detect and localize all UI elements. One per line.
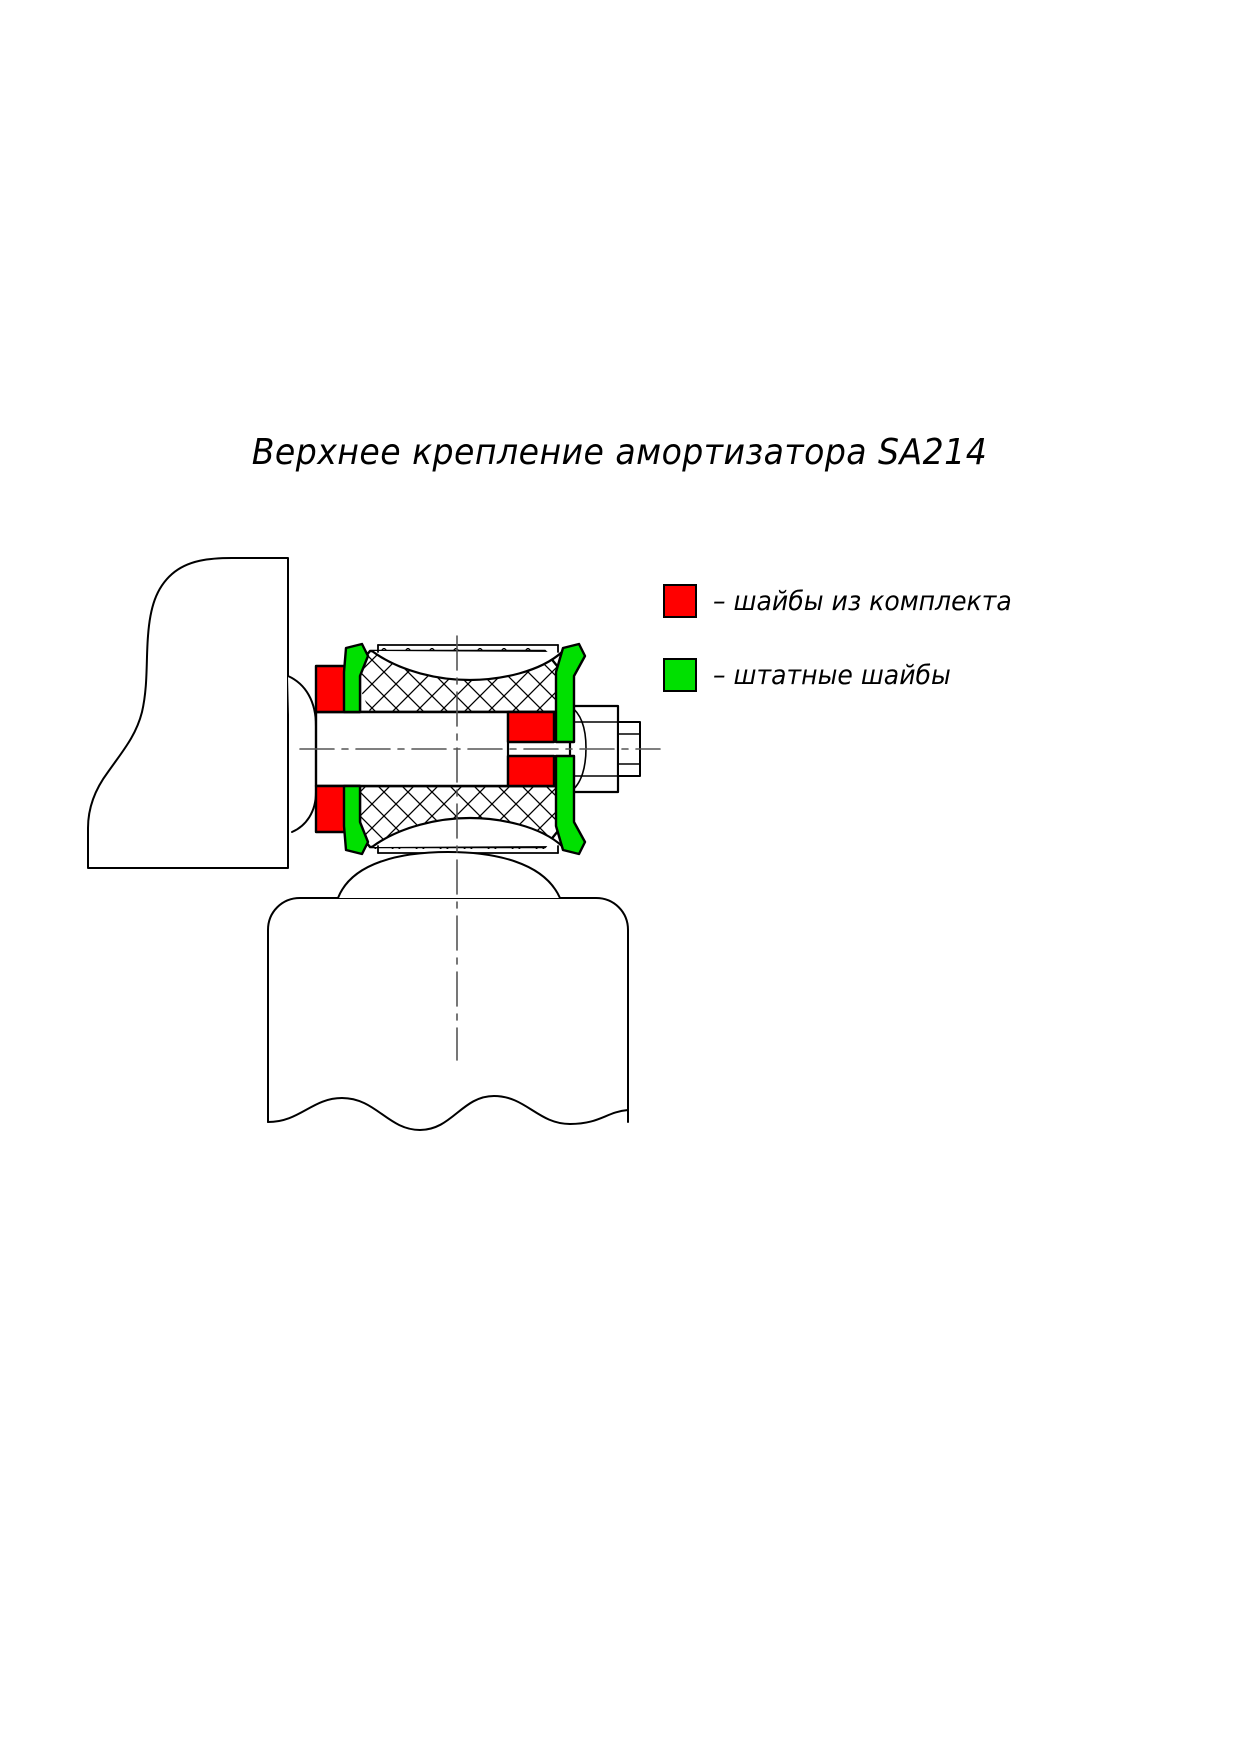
legend: – шайбы из комплекта – штатные шайбы <box>663 578 1083 726</box>
stock-washer-lower-right <box>554 754 587 856</box>
legend-label-kit-washers: – шайбы из комплекта <box>713 585 1012 617</box>
bracket-left <box>87 557 289 869</box>
kit-washer-lower-right <box>506 754 556 788</box>
shock-body <box>267 851 629 1131</box>
stock-washer-lower-left <box>342 784 370 856</box>
page-title: Верхнее крепление амортизатора SA214 <box>251 432 988 473</box>
stock-washer-upper-right <box>554 642 587 744</box>
kit-washer-upper-right <box>506 710 556 744</box>
stock-washer-upper-left <box>342 642 370 714</box>
legend-label-stock-washers: – штатные шайбы <box>713 659 951 691</box>
legend-item-stock-washers: – штатные шайбы <box>663 652 1083 698</box>
legend-item-kit-washers: – шайбы из комплекта <box>663 578 1083 624</box>
legend-swatch-green <box>663 658 697 692</box>
legend-swatch-red <box>663 584 697 618</box>
